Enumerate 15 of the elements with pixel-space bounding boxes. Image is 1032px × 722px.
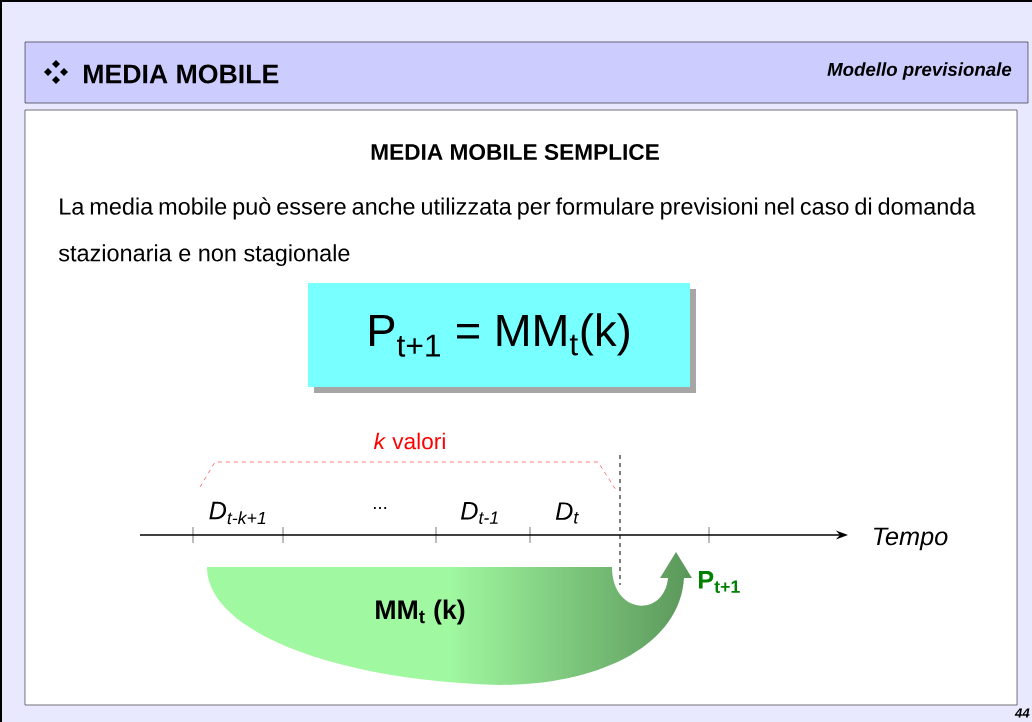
- paragraph: La media mobile può essere anche utilizzata per formulare previsioni nel caso di domanda stazionaria e non stagionale: [58, 197, 976, 267]
- ellipsis: ...: [373, 507, 387, 509]
- range-label: k valori: [374, 432, 445, 450]
- axis-label: Tempo: [874, 527, 948, 551]
- page-number: 44: [1014, 708, 1030, 718]
- header-subtitle: Modello previsionale: [827, 62, 1012, 80]
- forecast-label: P$_{t+1}$: [698, 571, 740, 593]
- section-heading: MEDIA MOBILE SEMPLICE: [371, 144, 659, 161]
- curved-arrow: MM$_{t}$ (k): [376, 599, 465, 625]
- demand-label: D$_{t}$: [555, 502, 579, 524]
- formula-box: P$_{t+1}$ = MM$_{t}$(k): [308, 283, 696, 393]
- demand-label: D$_{t-k+1}$: [209, 501, 266, 525]
- header-band: [24, 41, 1029, 104]
- header-title: MEDIA MOBILE: [84, 64, 279, 84]
- demand-label: D$_{t-1}$: [460, 502, 498, 524]
